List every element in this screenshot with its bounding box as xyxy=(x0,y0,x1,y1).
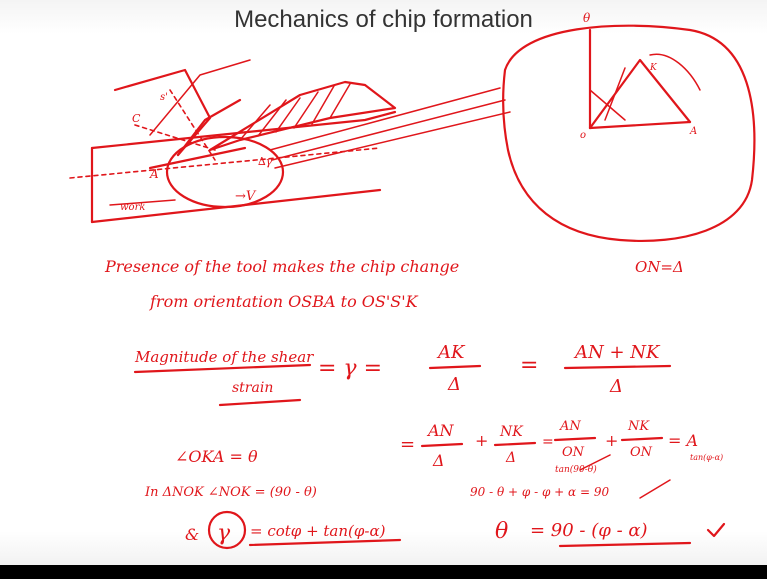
video-bottom-bar xyxy=(0,565,767,579)
svg-text:Magnitude of the shear: Magnitude of the shear xyxy=(134,348,314,366)
handwritten-notes: Presence of the tool makes the chip chan… xyxy=(104,257,726,550)
svg-text:NK: NK xyxy=(627,419,650,434)
svg-text:ON=Δ: ON=Δ xyxy=(635,258,684,276)
cutting-tool-diagram: C s' A work ∆γ →V xyxy=(69,59,511,224)
svg-text:θ: θ xyxy=(495,519,508,544)
svg-text:= γ =: = γ = xyxy=(318,356,382,381)
svg-text:=: = xyxy=(520,353,538,378)
svg-text:∆γ: ∆γ xyxy=(258,155,273,168)
svg-text:+: + xyxy=(605,431,618,450)
svg-text:AN: AN xyxy=(426,421,455,440)
svg-text:AN + NK: AN + NK xyxy=(573,342,661,363)
svg-text:A: A xyxy=(149,167,159,181)
svg-text:=: = xyxy=(400,434,415,455)
svg-text:Δ: Δ xyxy=(505,450,516,466)
svg-text:Δ: Δ xyxy=(447,374,461,395)
svg-text:work: work xyxy=(120,202,145,213)
svg-text:θ: θ xyxy=(583,11,591,25)
handwritten-annotations: C s' A work ∆γ →V θ o A K Presence of th… xyxy=(69,11,756,550)
svg-text:= cotφ + tan(φ-α): = cotφ + tan(φ-α) xyxy=(250,522,386,540)
svg-text:= A: = A xyxy=(668,431,698,450)
svg-text:∠OKA = θ: ∠OKA = θ xyxy=(175,447,258,466)
svg-text:NK: NK xyxy=(499,424,524,440)
svg-text:strain: strain xyxy=(232,380,273,396)
svg-text:→V: →V xyxy=(235,189,257,204)
slide-title: Mechanics of chip formation xyxy=(234,6,533,33)
svg-text:A: A xyxy=(689,126,697,137)
svg-text:In ΔNOK ∠NOK = (90 - θ): In ΔNOK ∠NOK = (90 - θ) xyxy=(144,485,317,500)
svg-text:Δ: Δ xyxy=(432,451,445,470)
svg-text:s': s' xyxy=(160,92,168,103)
svg-text:C: C xyxy=(132,112,141,125)
svg-text:Presence of the tool makes the: Presence of the tool makes the chip chan… xyxy=(104,257,459,276)
svg-text:tan(90-θ): tan(90-θ) xyxy=(555,464,597,475)
svg-text:tan(φ-α): tan(φ-α) xyxy=(690,453,723,462)
svg-text:o: o xyxy=(580,130,586,141)
svg-text:Δ: Δ xyxy=(609,376,623,397)
svg-text:γ: γ xyxy=(217,521,231,546)
svg-text:from orientation OSBA to OS: from orientation OSBA to OS'S'K xyxy=(149,292,419,311)
svg-text:AK: AK xyxy=(436,342,466,363)
svg-text:= 90 - (φ - α): = 90 - (φ - α) xyxy=(530,520,648,541)
velocity-triangle-zoom: θ o A K xyxy=(501,11,756,242)
svg-text:+: + xyxy=(475,431,488,450)
svg-text:ON: ON xyxy=(562,445,585,460)
svg-text:K: K xyxy=(649,63,658,73)
svg-text:=: = xyxy=(542,434,554,450)
lecture-slide: Mechanics of chip formation xyxy=(0,0,767,565)
svg-text:AN: AN xyxy=(559,419,581,434)
svg-text:&: & xyxy=(185,525,199,544)
svg-text:90 - θ + φ - φ + α = 90: 90 - θ + φ - φ + α = 90 xyxy=(470,485,609,499)
svg-text:ON: ON xyxy=(630,445,653,460)
